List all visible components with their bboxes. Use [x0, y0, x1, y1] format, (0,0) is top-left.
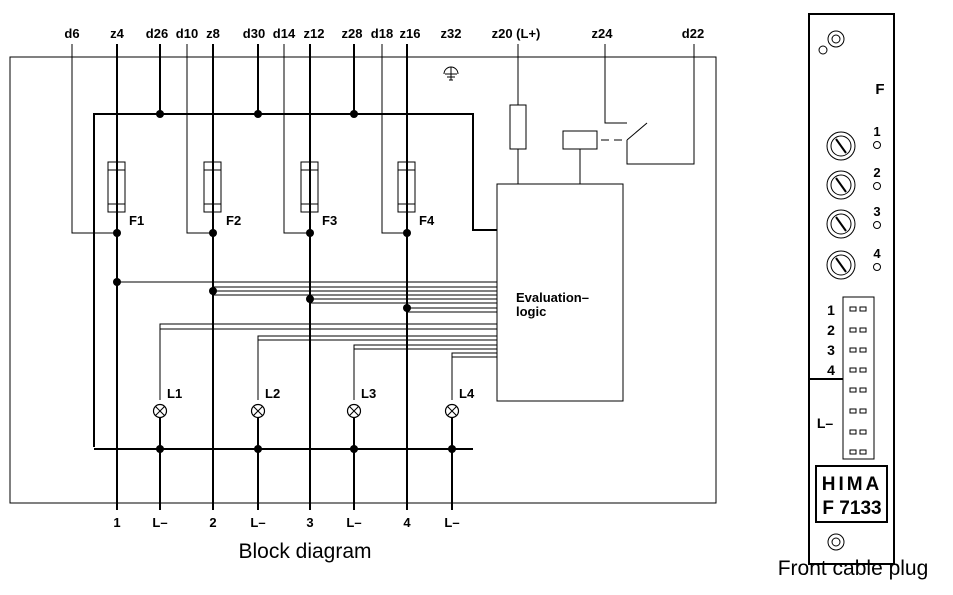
screw-icon — [818, 45, 828, 55]
supply-fuse — [509, 104, 527, 150]
connector-number-4: 4 — [827, 362, 835, 378]
channel-3: F3 — [283, 44, 337, 510]
relay — [562, 44, 695, 184]
fuse-holder-2: 2 — [826, 165, 881, 200]
evaluation-logic-box — [496, 183, 624, 402]
junction-dot — [113, 229, 121, 237]
bottom-pin-l-minus: L– — [250, 515, 265, 530]
connector-number-2: 2 — [827, 322, 835, 338]
top-pin-labels: d6 z4 d26 d10 z8 d30 d14 z12 z28 d18 z16… — [64, 26, 704, 41]
fuse-holder-4: 4 — [826, 246, 881, 280]
lamp-label-l4: L4 — [459, 386, 475, 401]
pin-label-z20: z20 (L+) — [492, 26, 541, 41]
connector-number-3: 3 — [827, 342, 835, 358]
lamp-l3: L3 — [346, 386, 376, 510]
fuse-label-f1: F1 — [129, 213, 144, 228]
lamp-l1: L1 — [152, 386, 182, 510]
connector-l-minus: L– — [817, 415, 834, 431]
pin-label-d10: d10 — [176, 26, 198, 41]
supply-z20 — [509, 44, 527, 184]
pin-label-d14: d14 — [273, 26, 296, 41]
fuse-label-f3: F3 — [322, 213, 337, 228]
bottom-pin-l-minus: L– — [152, 515, 167, 530]
block-diagram-caption: Block diagram — [238, 540, 371, 563]
fuse-holder-icon — [826, 131, 856, 161]
front-plug-caption: Front cable plug — [778, 557, 929, 580]
screw-icon — [827, 533, 845, 551]
connector-contacts — [849, 306, 867, 455]
bottom-bus — [94, 445, 473, 453]
bottom-pin-2: 2 — [209, 515, 216, 530]
pin-label-z12: z12 — [304, 26, 325, 41]
bottom-pin-3: 3 — [306, 515, 313, 530]
bottom-pin-1: 1 — [113, 515, 120, 530]
junction-dot — [254, 110, 262, 118]
ground-icon — [443, 66, 459, 81]
fuse-holder-icon — [826, 250, 856, 280]
pin-label-d30: d30 — [243, 26, 265, 41]
bottom-pin-4: 4 — [403, 515, 411, 530]
model-number: F 7133 — [822, 498, 881, 519]
pin-label-d18: d18 — [371, 26, 393, 41]
bottom-pin-l-minus: L– — [346, 515, 361, 530]
module-outline — [9, 56, 717, 504]
evaluation-logic-block: Evaluation– logic — [496, 183, 624, 402]
fuse-number-4: 4 — [873, 246, 881, 261]
fuse-holder-1: 1 — [826, 124, 881, 161]
junction-dot — [350, 110, 358, 118]
channel-1: F1 — [71, 44, 144, 510]
fuse-holder-icon — [826, 209, 856, 239]
led-icon — [873, 221, 881, 229]
pin-label-d22: d22 — [682, 26, 704, 41]
logic-label-line1: Evaluation– — [516, 290, 589, 305]
pin-label-z28: z28 — [342, 26, 363, 41]
junction-dot — [403, 229, 411, 237]
lamp-label-l1: L1 — [167, 386, 182, 401]
connector-block: 1 2 3 4 L– — [809, 296, 875, 460]
pin-label-z8: z8 — [206, 26, 220, 41]
fuse-holder-icon — [826, 170, 856, 200]
top-bus — [93, 44, 497, 447]
fuse-number-3: 3 — [873, 204, 880, 219]
pin-label-d26: d26 — [146, 26, 168, 41]
pin-label-z32: z32 — [441, 26, 462, 41]
led-icon — [873, 141, 881, 149]
fuse-number-1: 1 — [873, 124, 880, 139]
led-icon — [873, 263, 881, 271]
pin-label-z16: z16 — [400, 26, 421, 41]
junction-dot — [156, 110, 164, 118]
channel-4: F4 — [381, 44, 435, 510]
lamp-label-l3: L3 — [361, 386, 376, 401]
junction-dot — [209, 229, 217, 237]
lamp-l4: L4 — [444, 386, 475, 510]
bottom-pin-l-minus: L– — [444, 515, 459, 530]
logic-label-line2: logic — [516, 304, 546, 319]
fuse-holder-3: 3 — [826, 204, 881, 239]
module-letter: F — [875, 81, 884, 98]
bottom-pin-labels: 1 L– 2 L– 3 L– 4 L– — [113, 515, 459, 530]
fuse-label-f2: F2 — [226, 213, 241, 228]
led-icon — [873, 182, 881, 190]
screw-icon — [827, 30, 845, 48]
brand-plate — [815, 465, 888, 523]
fuse-label-f4: F4 — [419, 213, 435, 228]
relay-coil — [562, 130, 598, 150]
pin-label-z4: z4 — [110, 26, 125, 41]
lamp-l2: L2 — [250, 386, 280, 510]
connector-number-1: 1 — [827, 302, 835, 318]
pin-label-z24: z24 — [592, 26, 614, 41]
top-bus-line — [93, 113, 497, 447]
channel-2: F2 — [186, 44, 241, 510]
sense-lines — [117, 281, 497, 400]
brand-name: HIMA — [822, 474, 883, 495]
relay-contact — [626, 122, 648, 141]
lamp-label-l2: L2 — [265, 386, 280, 401]
front-plug: F 1 2 3 4 — [808, 13, 895, 565]
fuse-number-2: 2 — [873, 165, 880, 180]
pin-label-d6: d6 — [64, 26, 79, 41]
junction-dot — [306, 229, 314, 237]
